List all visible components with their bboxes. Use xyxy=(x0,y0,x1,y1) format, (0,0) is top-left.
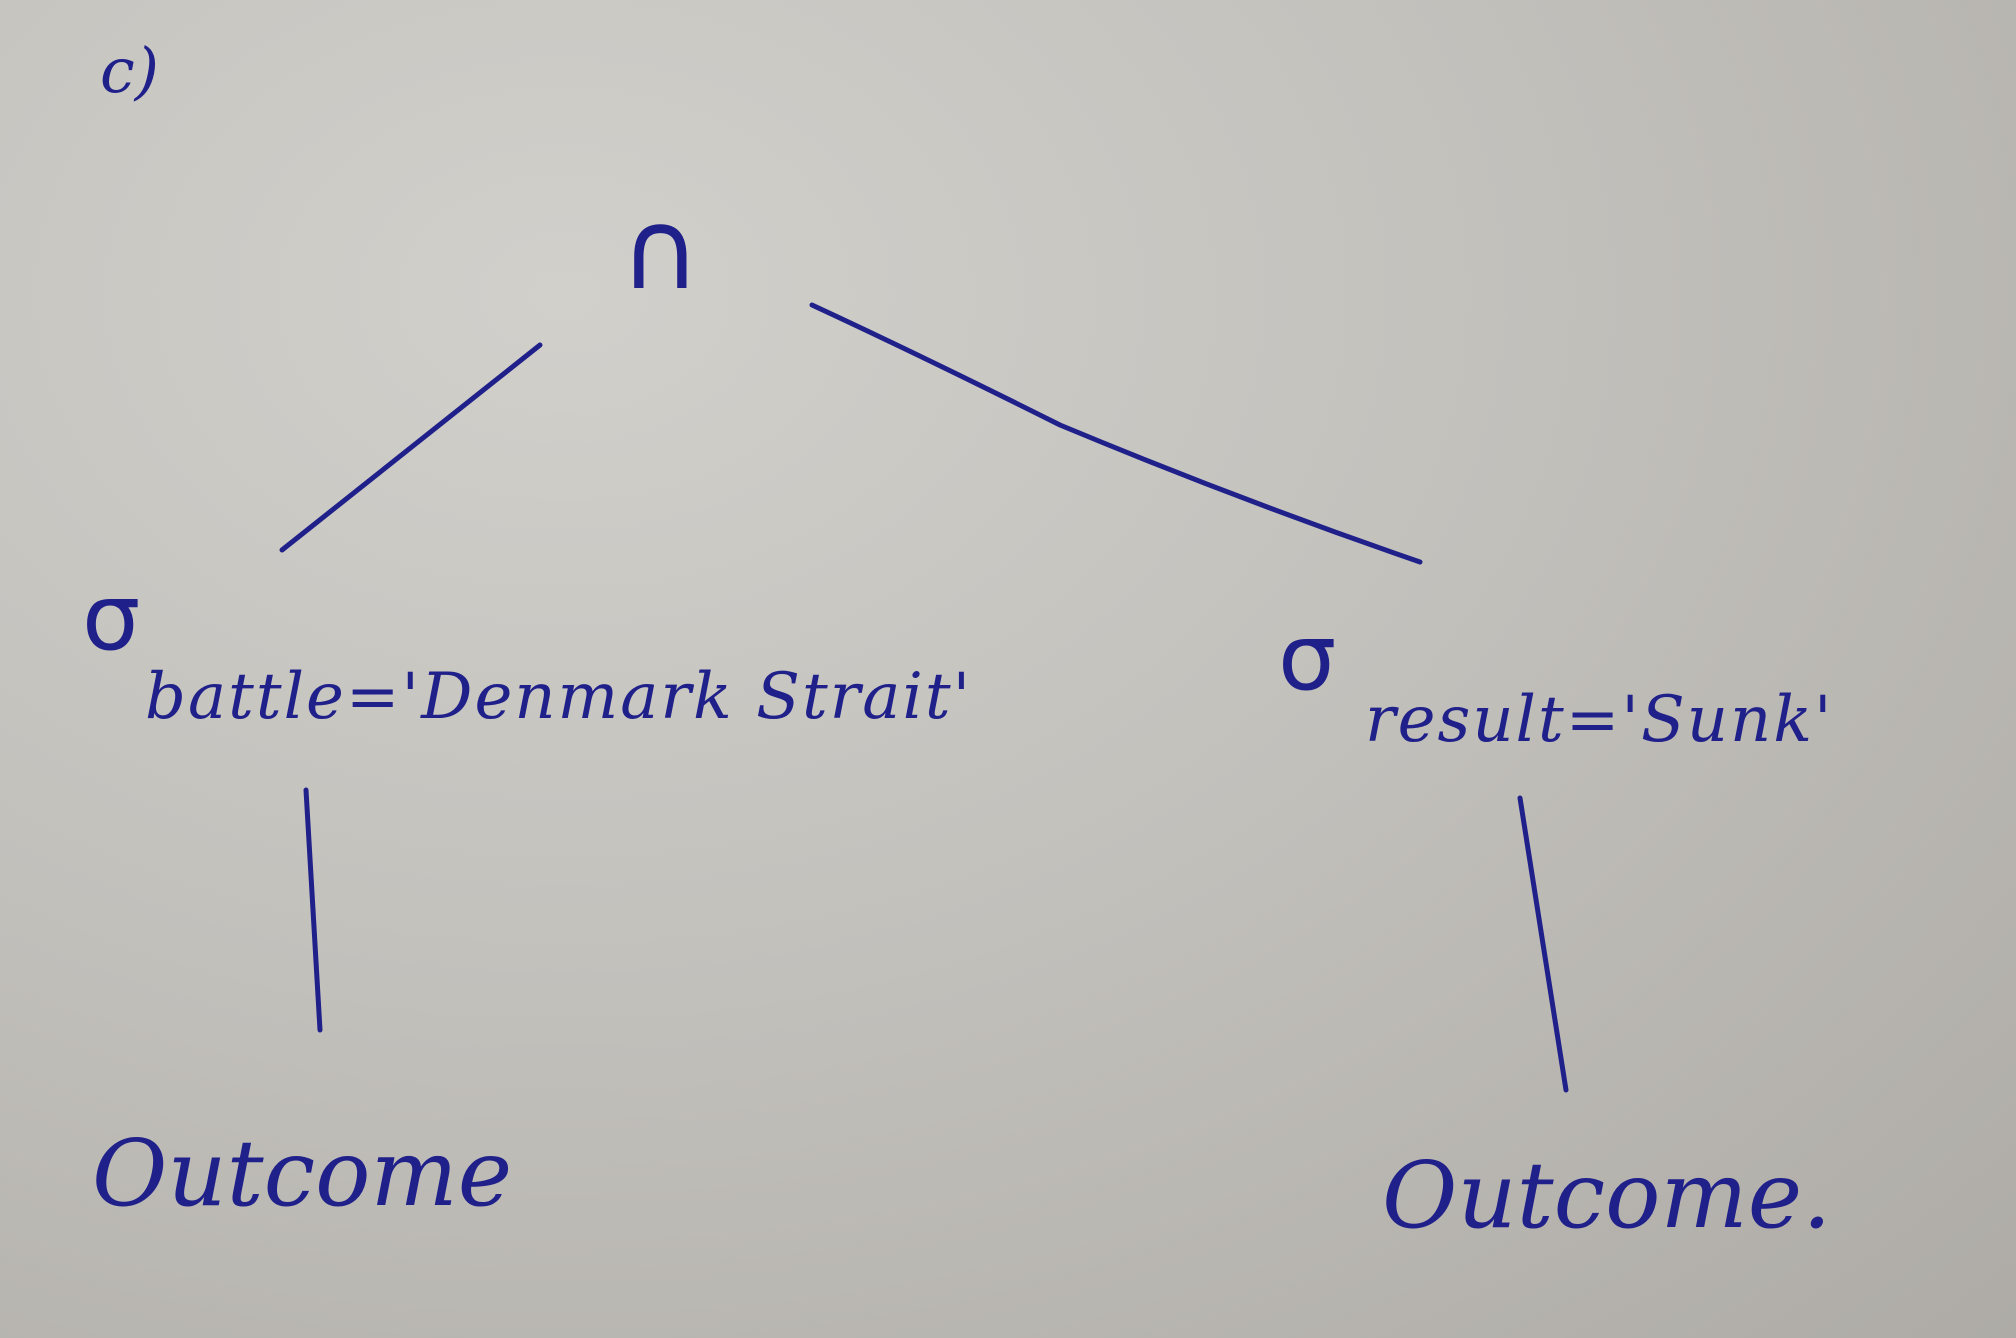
part-label: c) xyxy=(100,34,159,107)
selection-symbol-left: σ xyxy=(82,564,141,671)
selection-symbol-right: σ xyxy=(1278,604,1337,711)
selection-condition-left: battle='Denmark Strait' xyxy=(145,660,973,734)
edge-left-relation xyxy=(303,787,323,1033)
edge-root-left xyxy=(279,342,543,553)
intersection-operator: ∩ xyxy=(620,186,701,314)
edge-right-relation xyxy=(1517,795,1569,1093)
relation-leaf-right: Outcome. xyxy=(1382,1142,1832,1249)
selection-condition-right: result='Sunk' xyxy=(1365,683,1834,757)
edge-root-right xyxy=(809,302,1423,565)
relation-leaf-left: Outcome xyxy=(92,1120,513,1227)
